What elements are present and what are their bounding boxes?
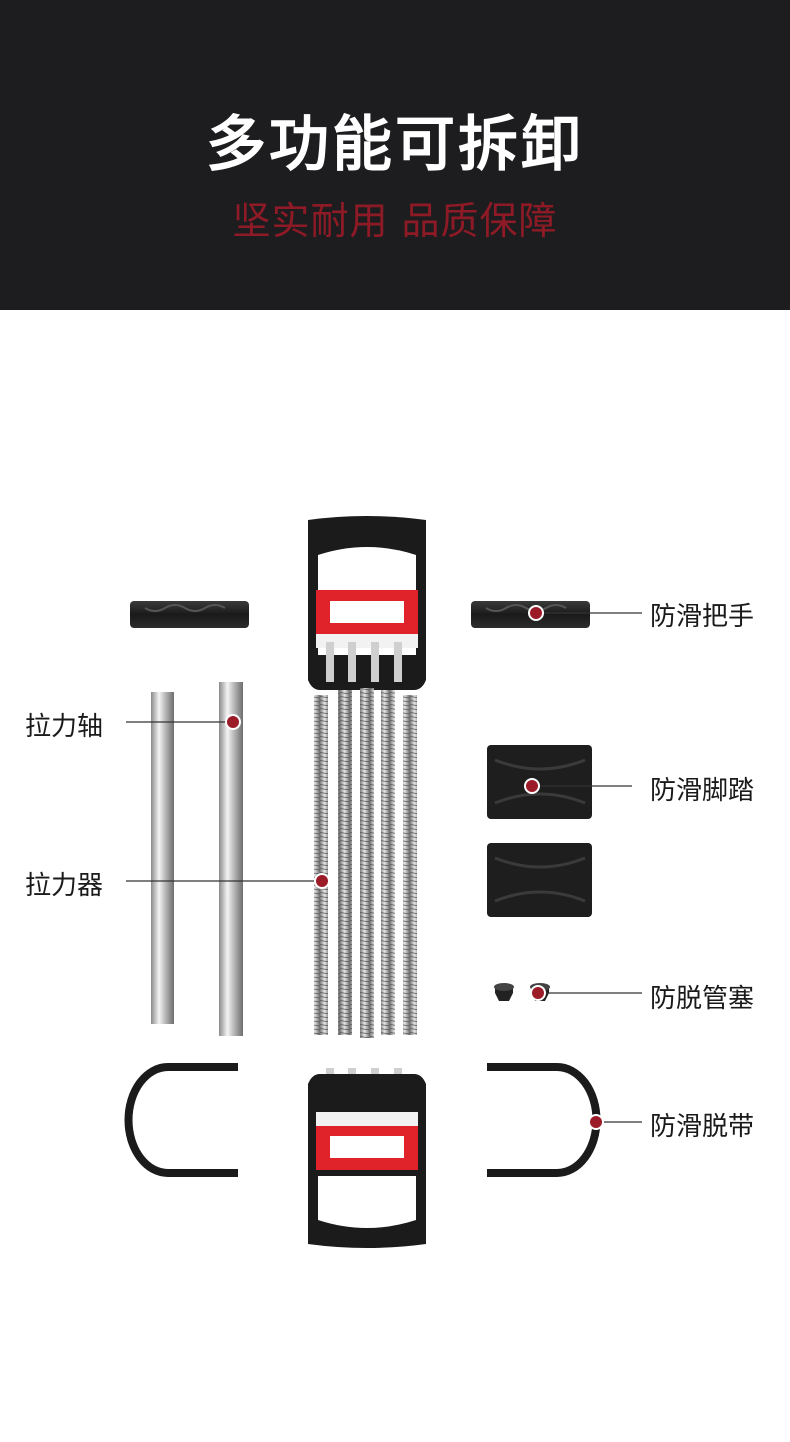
- bottom-handle-frame: [308, 1074, 426, 1248]
- handle-grip-left: [130, 601, 249, 628]
- label-anti-slip-handle: 防滑把手: [650, 602, 755, 632]
- strap-right: [487, 1063, 601, 1177]
- page-subtitle: 坚实耐用 品质保障: [232, 199, 558, 243]
- callout-markers: [225, 605, 604, 1130]
- tension-shaft-right: [219, 682, 243, 1036]
- foot-pedal-bottom: [487, 843, 592, 917]
- label-anti-slip-pedal: 防滑脚踏: [650, 776, 755, 806]
- foot-pedal-top: [487, 745, 592, 819]
- label-expander: 拉力器: [25, 871, 104, 901]
- top-handle-frame: [308, 516, 426, 690]
- label-anti-slip-strap: 防滑脱带: [650, 1112, 755, 1142]
- tension-shaft-left: [151, 692, 174, 1024]
- page-title: 多功能可拆卸: [206, 110, 584, 180]
- callout-lines: [126, 612, 642, 1123]
- strap-left: [124, 1063, 238, 1177]
- header-banner: 多功能可拆卸 坚实耐用 品质保障: [0, 0, 790, 310]
- springs: [314, 642, 417, 1112]
- label-tension-shaft: 拉力轴: [25, 712, 104, 742]
- label-anti-drop-plug: 防脱管塞: [650, 984, 755, 1014]
